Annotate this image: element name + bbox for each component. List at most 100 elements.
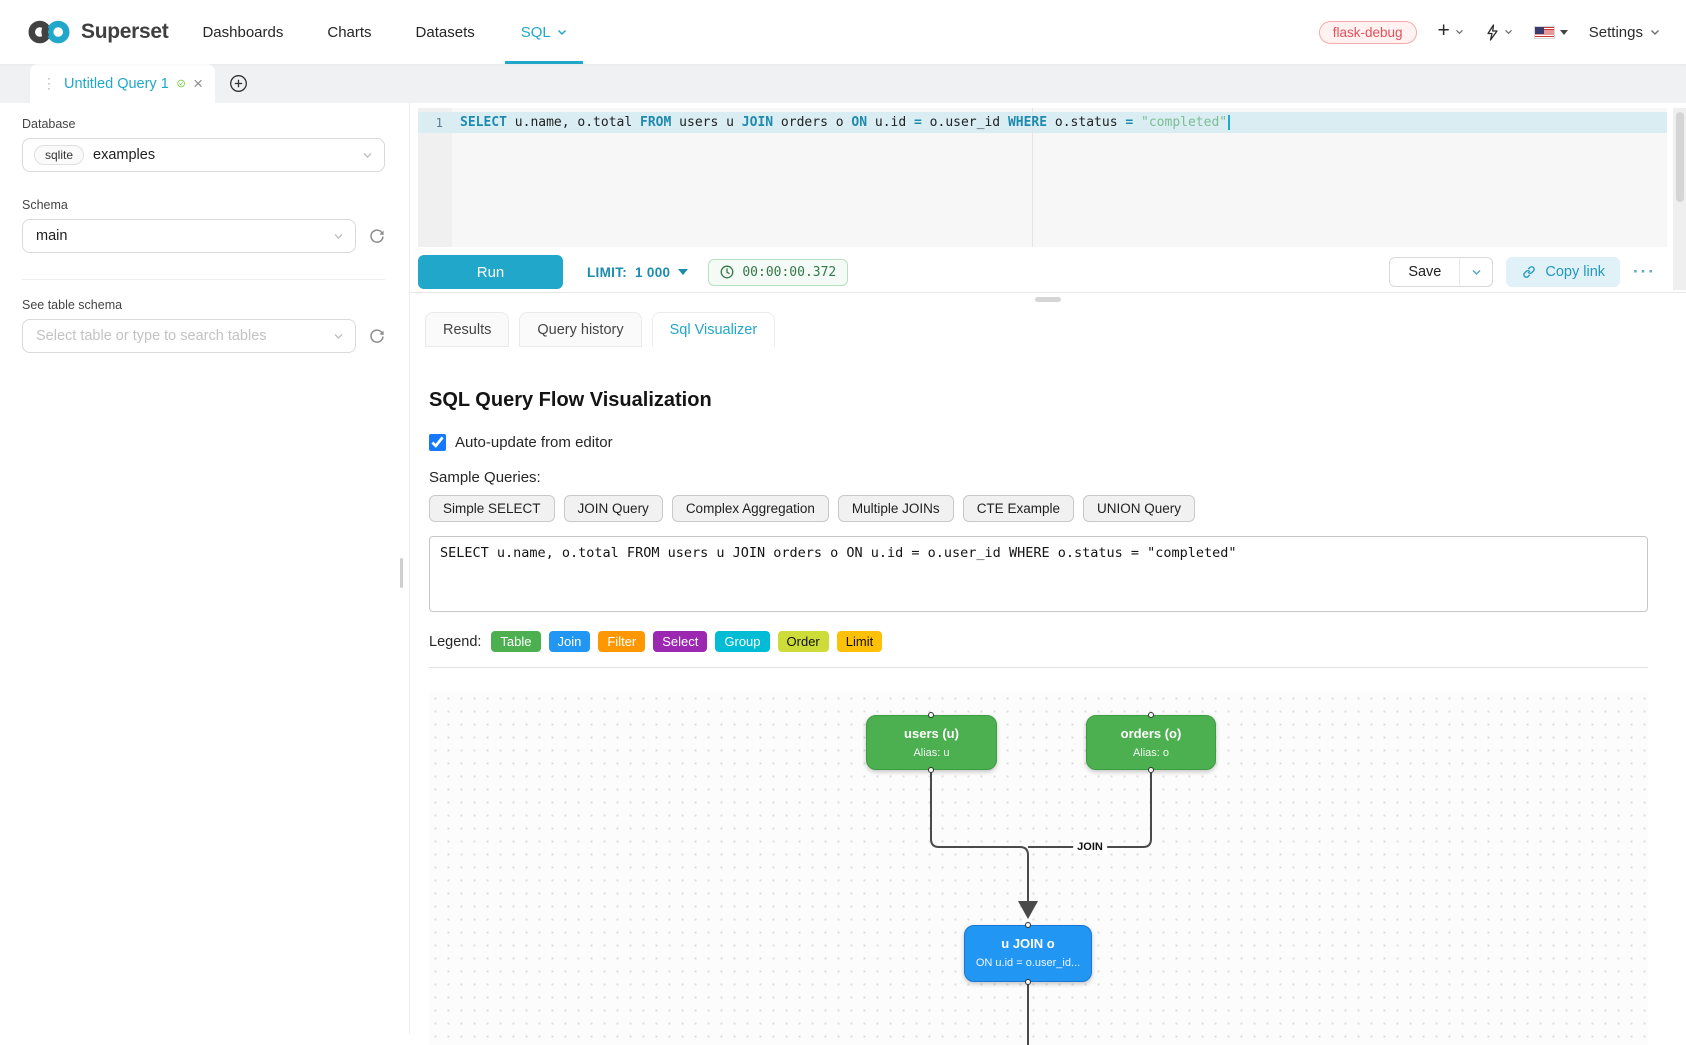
sql-token: "completed" — [1141, 115, 1228, 130]
database-label: Database — [22, 117, 76, 131]
query-tab-bar: ⋮ Untitled Query 1 × — [0, 64, 1686, 103]
sql-token: u.name, o.total — [506, 115, 641, 130]
refresh-icon[interactable] — [369, 328, 385, 344]
auto-update-label: Auto-update from editor — [455, 434, 613, 451]
pane-drag-handle[interactable] — [1035, 297, 1061, 302]
sql-token — [1133, 115, 1141, 130]
caret-down-icon — [678, 269, 689, 275]
copy-link-label: Copy link — [1545, 264, 1606, 280]
node-handle[interactable] — [1025, 979, 1031, 985]
superset-logo[interactable]: Superset — [26, 0, 169, 64]
sql-editor[interactable]: 1 SELECT u.name, o.total FROM users u JO… — [418, 108, 1667, 247]
sample-queries-label: Sample Queries: — [429, 469, 541, 486]
scrollbar-thumb[interactable] — [1675, 112, 1684, 202]
caret-down-icon — [1559, 29, 1568, 35]
flow-node-orders[interactable]: orders (o) Alias: o — [1086, 715, 1216, 770]
sql-code-line[interactable]: SELECT u.name, o.total FROM users u JOIN… — [452, 115, 1231, 130]
pane-divider — [410, 292, 1686, 293]
new-item-dropdown[interactable]: + — [1437, 19, 1464, 42]
top-navbar: Superset Dashboards Charts Datasets SQL … — [0, 0, 1686, 64]
nav-item-charts[interactable]: Charts — [327, 23, 372, 41]
active-nav-underline — [504, 61, 583, 64]
refresh-icon[interactable] — [369, 228, 385, 244]
legend-badge-filter: Filter — [598, 631, 646, 652]
sample-query-button[interactable]: CTE Example — [962, 495, 1074, 522]
line-number: 1 — [435, 115, 443, 130]
editor-print-margin — [1032, 108, 1033, 247]
chevron-down-icon — [363, 153, 372, 158]
legend-label: Legend: — [429, 633, 482, 650]
flow-node-join[interactable]: u JOIN o ON u.id = o.user_id... — [964, 925, 1092, 982]
settings-menu[interactable]: Settings — [1589, 24, 1660, 41]
flow-node-users[interactable]: users (u) Alias: u — [866, 715, 997, 770]
query-tab[interactable]: ⋮ Untitled Query 1 × — [30, 64, 215, 103]
save-split-button: Save — [1389, 257, 1494, 287]
editor-active-line-highlight — [418, 112, 1667, 133]
query-tab-title: Untitled Query 1 — [64, 75, 169, 92]
sample-query-button[interactable]: Simple SELECT — [429, 495, 555, 522]
node-handle[interactable] — [1025, 922, 1031, 928]
node-handle[interactable] — [928, 712, 934, 718]
schema-select[interactable]: main — [22, 219, 356, 253]
editor-scrollbar[interactable] — [1673, 108, 1686, 290]
sample-query-button[interactable]: JOIN Query — [563, 495, 663, 522]
plus-icon: + — [1437, 19, 1450, 42]
plus-circle-icon — [229, 75, 247, 92]
nav-item-datasets[interactable]: Datasets — [415, 23, 475, 41]
sql-visualizer-panel: SQL Query Flow Visualization Auto-update… — [429, 360, 1648, 1045]
database-select[interactable]: sqlite examples — [22, 138, 385, 172]
language-selector[interactable] — [1533, 25, 1568, 39]
sidebar-resize-handle[interactable] — [400, 558, 403, 588]
node-handle[interactable] — [1148, 712, 1154, 718]
nav-item-dashboards[interactable]: Dashboards — [202, 23, 284, 41]
node-subtitle: Alias: u — [913, 747, 950, 759]
alerts-dropdown[interactable] — [1485, 23, 1513, 41]
run-button[interactable]: Run — [418, 255, 563, 289]
more-menu-button[interactable]: ··· — [1633, 262, 1656, 281]
sidebar-divider — [22, 279, 385, 280]
table-schema-label: See table schema — [22, 298, 123, 312]
save-dropdown-button[interactable] — [1460, 257, 1494, 287]
sql-token: orders o — [773, 115, 852, 130]
save-button[interactable]: Save — [1389, 257, 1461, 287]
flow-canvas[interactable]: users (u) Alias: u orders (o) Alias: o u… — [429, 692, 1648, 1045]
new-query-tab-button[interactable] — [215, 64, 261, 103]
table-select[interactable]: Select table or type to search tables — [22, 319, 356, 353]
copy-link-button[interactable]: Copy link — [1506, 257, 1621, 287]
sample-query-button[interactable]: UNION Query — [1082, 495, 1195, 522]
flow-edges — [930, 773, 1152, 1045]
legend-badge-limit: Limit — [836, 631, 883, 652]
sample-query-button[interactable]: Complex Aggregation — [671, 495, 829, 522]
editor-toolbar: Run LIMIT: 1 000 00:00:00.372 Save Copy … — [410, 252, 1686, 292]
close-tab-icon[interactable]: × — [193, 74, 203, 93]
tab-results[interactable]: Results — [425, 312, 510, 347]
chevron-down-icon — [1455, 29, 1463, 35]
drag-handle-icon[interactable]: ⋮ — [42, 75, 56, 92]
tab-query-history[interactable]: Query history — [519, 312, 642, 347]
link-icon — [1523, 266, 1536, 278]
node-handle[interactable] — [1148, 767, 1154, 773]
sql-text-input[interactable]: SELECT u.name, o.total FROM users u JOIN… — [429, 536, 1648, 612]
limit-label: LIMIT: — [587, 264, 628, 280]
arrowhead-icon — [1018, 901, 1038, 919]
auto-update-checkbox[interactable] — [429, 434, 446, 451]
database-value: examples — [93, 147, 156, 163]
node-title: users (u) — [904, 726, 959, 741]
clock-icon — [720, 265, 734, 279]
nav-item-sql[interactable]: SQL — [504, 0, 583, 64]
sql-token: = — [914, 115, 922, 130]
us-flag-icon — [1533, 25, 1555, 39]
node-handle[interactable] — [928, 767, 934, 773]
chevron-down-icon — [1472, 269, 1481, 275]
panel-title: SQL Query Flow Visualization — [429, 389, 712, 411]
limit-dropdown[interactable]: LIMIT: 1 000 — [587, 264, 689, 280]
nav-item-sql-label: SQL — [520, 23, 551, 41]
check-circle-icon — [177, 79, 185, 88]
sql-token: = — [1125, 115, 1134, 130]
limit-value: 1 000 — [635, 264, 671, 280]
sql-token: o.status — [1047, 115, 1126, 130]
sample-query-button[interactable]: Multiple JOINs — [837, 495, 954, 522]
tab-sql-visualizer[interactable]: Sql Visualizer — [651, 312, 776, 347]
chevron-down-icon — [334, 334, 343, 339]
legend-badge-table: Table — [491, 631, 541, 652]
